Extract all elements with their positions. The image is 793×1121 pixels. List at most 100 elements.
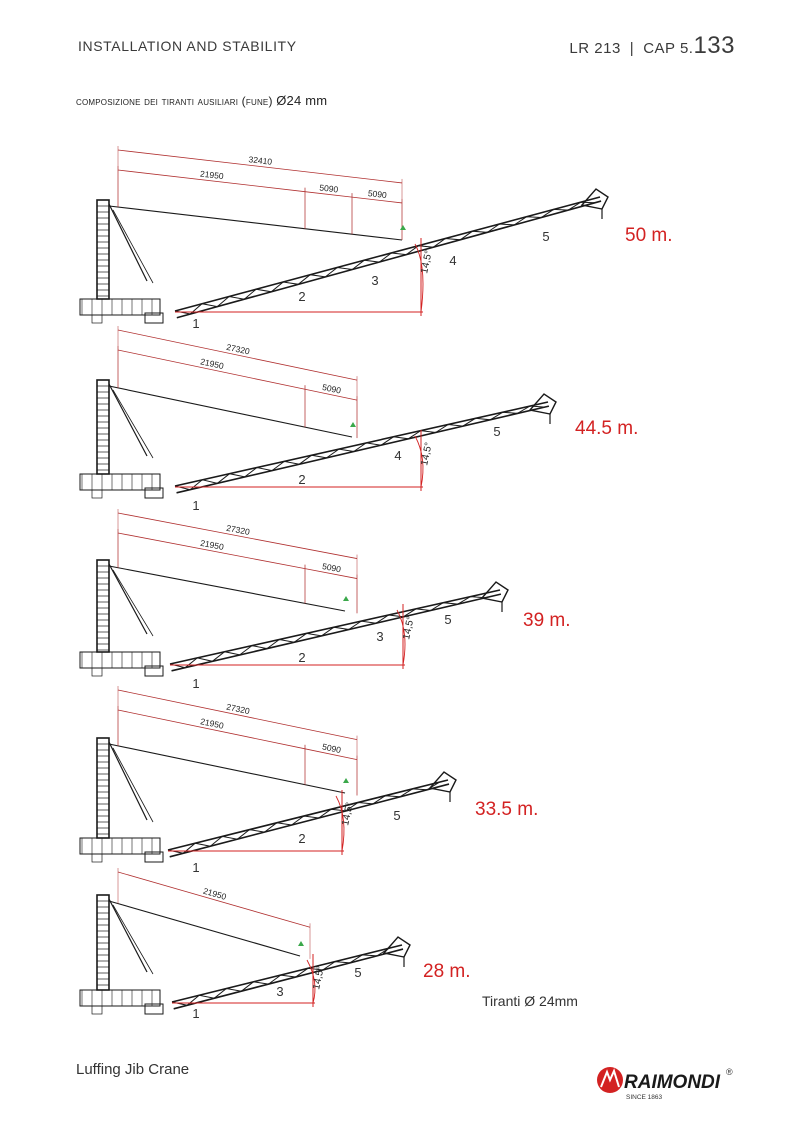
slewing-platform: [79, 473, 161, 491]
counterweight: [91, 853, 103, 863]
jib-bottom-chord: [174, 401, 549, 487]
jib-section-2: 2: [298, 831, 305, 846]
jib-angle-label: 14,5°: [419, 441, 435, 466]
logo-since: SINCE 1863: [626, 1094, 663, 1101]
jib-section-2: 2: [298, 650, 305, 665]
dimension-line: [117, 689, 358, 741]
jib-length-label: 44.5 m.: [575, 418, 638, 439]
mast-stay: [108, 741, 148, 821]
jib-head: [580, 188, 609, 210]
jib-angle-label: 14,5°: [340, 801, 356, 826]
counterweight: [91, 489, 103, 499]
jib-section-1: 1: [192, 1006, 199, 1021]
tie-dimensions: 21950: [117, 868, 311, 959]
model-code: LR 213: [569, 40, 621, 57]
angle-arc: [335, 795, 345, 852]
jib-bottom-chord: [174, 196, 601, 312]
mast-stay: [112, 747, 154, 823]
tie-anchor-marker: [400, 225, 406, 230]
mast-stay: [108, 203, 148, 282]
jib-top-chord: [176, 405, 550, 494]
jib-section-5: 5: [354, 965, 361, 980]
jib-section-3: 3: [371, 273, 378, 288]
mast-stay: [108, 898, 148, 973]
tie-rope: [108, 900, 301, 957]
dimension-value: 27320: [226, 702, 251, 717]
tie-anchor-marker: [343, 596, 349, 601]
tie-anchor-marker: [343, 778, 349, 783]
jib-section-3: 3: [276, 984, 283, 999]
cabin: [144, 312, 164, 324]
dimension-value: 27320: [226, 523, 251, 537]
jib-lattice: [174, 405, 545, 491]
tie-rope: [108, 205, 403, 241]
jib-angle-label: 14,5°: [419, 249, 435, 274]
angle-arc: [396, 609, 406, 666]
mast-stay: [112, 904, 154, 975]
tie-anchor-marker: [350, 422, 356, 427]
cabin: [144, 487, 164, 499]
counterweight: [91, 314, 103, 324]
jib-section-4: 4: [394, 448, 401, 463]
mast-stay: [112, 209, 154, 284]
drawing-subtitle: composizione dei tiranti ausiliari (fune…: [76, 93, 327, 108]
mast-stay: [112, 569, 154, 637]
jib-lattice: [174, 201, 596, 315]
dimension-line: [304, 191, 353, 198]
dimension-line: [304, 388, 358, 401]
section-title: INSTALLATION AND STABILITY: [78, 38, 297, 54]
jib-lattice: [167, 781, 440, 854]
subtitle-text: composizione dei tiranti ausiliari (fune…: [76, 94, 273, 108]
dimension-value: 21950: [202, 886, 228, 902]
jib-head: [480, 581, 509, 603]
a-frame-mast: [96, 559, 110, 653]
slewing-platform: [79, 989, 161, 1007]
jib-angle-label: 14,5°: [311, 965, 327, 990]
angle-arc: [414, 435, 424, 488]
jib-length-label: 28 m.: [423, 961, 471, 982]
cabin: [144, 1003, 164, 1015]
mast-stay: [112, 389, 154, 459]
jib-head: [382, 936, 411, 958]
a-frame-mast: [96, 737, 110, 839]
angle-arc: [306, 959, 316, 1004]
slewing-platform: [79, 651, 161, 669]
slewing-platform: [79, 837, 161, 855]
rope-note: Tiranti Ø 24mm: [482, 993, 578, 1009]
rope-diameter: Ø24 mm: [276, 93, 328, 108]
dimension-line: [304, 568, 358, 579]
dimension-line: [117, 149, 403, 184]
page-number: 133: [693, 32, 735, 59]
angle-arc: [414, 243, 424, 313]
jib-section-5: 5: [444, 612, 451, 627]
jib-bottom-chord: [167, 779, 449, 851]
jib-section-2: 2: [298, 472, 305, 487]
dimension-line: [304, 748, 358, 761]
dimension-value: 5090: [321, 561, 342, 574]
dimension-value: 5090: [319, 182, 339, 194]
dimension-line: [117, 709, 306, 750]
dimension-line: [117, 329, 358, 381]
jib-length-label: 50 m.: [625, 225, 673, 246]
dimension-line: [117, 871, 311, 928]
logo-wordmark: RAIMONDI: [624, 1072, 721, 1093]
dimension-value: 21950: [200, 356, 225, 371]
mast-stay: [108, 563, 148, 635]
dimension-value: 21950: [200, 538, 225, 552]
jib-section-1: 1: [192, 316, 199, 331]
jib-section-1: 1: [192, 498, 199, 513]
dimension-value: 5090: [367, 188, 387, 200]
jib-length-label: 39 m.: [523, 610, 571, 631]
dimension-line: [351, 196, 403, 204]
jib-section-2: 2: [298, 289, 305, 304]
a-frame-mast: [96, 199, 110, 300]
tie-anchor-marker: [298, 941, 304, 946]
logo-registered: ®: [726, 1067, 733, 1077]
cabin: [144, 665, 164, 677]
counterweight: [91, 1005, 103, 1015]
jib-section-1: 1: [192, 860, 199, 875]
